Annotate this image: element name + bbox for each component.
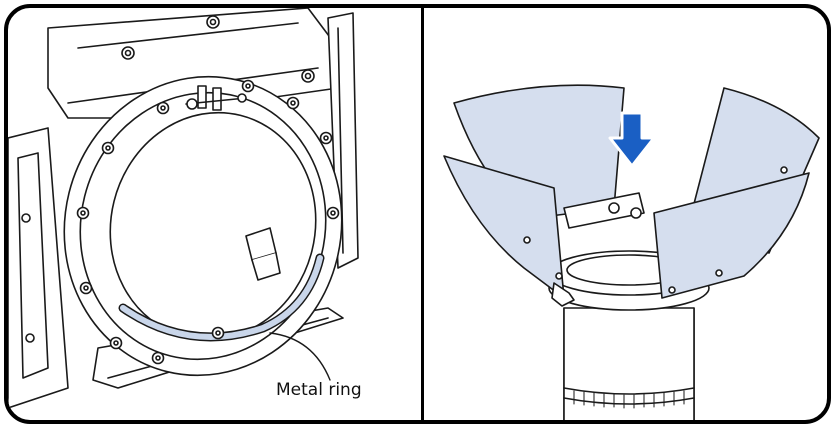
metal-ring-callout-label: Metal ring (276, 380, 362, 400)
illustration-frame: Metal ring (4, 4, 831, 424)
panel-right-barndoor (424, 8, 827, 420)
barndoor-drawing (443, 84, 820, 420)
panel-divider (421, 8, 424, 420)
insert-direction-arrow (608, 111, 656, 168)
fixture-drawing (8, 8, 359, 409)
panel-left-fixture: Metal ring (8, 8, 421, 420)
